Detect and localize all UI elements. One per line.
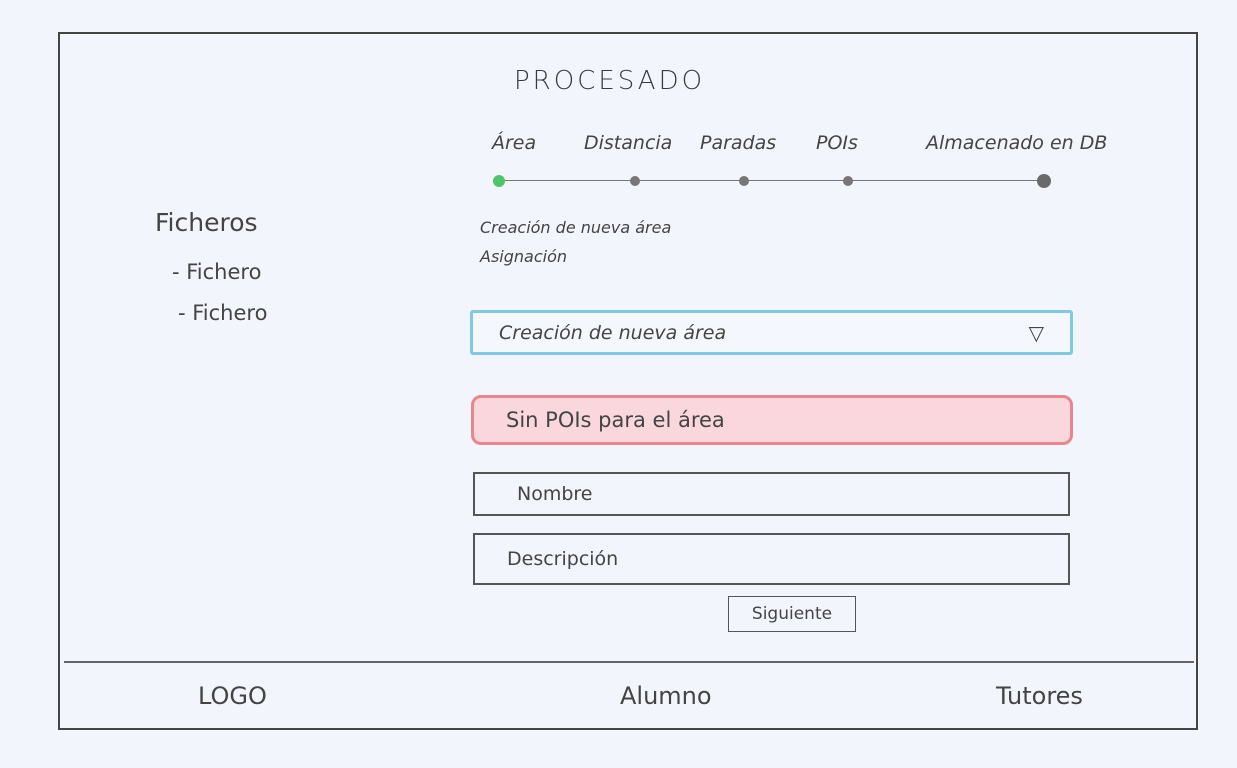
alert-text: Sin POIs para el área [506, 408, 725, 432]
stepper-track [498, 180, 1043, 181]
wireframe-frame [58, 32, 1198, 730]
step-label-stops[interactable]: Paradas [700, 132, 777, 154]
sidebar-item-file[interactable]: - Fichero [172, 260, 262, 284]
sidebar-title: Ficheros [155, 208, 258, 237]
no-pois-alert: Sin POIs para el área [471, 395, 1073, 445]
step-dot-pois[interactable] [843, 176, 853, 186]
page-title: PROCESADO [514, 66, 706, 96]
sidebar-item-file[interactable]: - Fichero [178, 301, 268, 325]
dropdown-options-list: Creación de nueva área Asignación [480, 218, 671, 276]
name-field[interactable] [473, 472, 1070, 516]
step-label-pois[interactable]: POIs [816, 132, 858, 154]
option-new-area[interactable]: Creación de nueva área [480, 218, 672, 237]
footer-tutors[interactable]: Tutores [996, 682, 1083, 710]
step-label-area[interactable]: Área [492, 132, 537, 154]
footer-student[interactable]: Alumno [620, 682, 712, 710]
footer-logo: LOGO [198, 682, 267, 710]
step-dot-distance[interactable] [630, 176, 640, 186]
step-label-distance[interactable]: Distancia [584, 132, 673, 154]
next-button[interactable]: Siguiente [728, 596, 856, 632]
area-select-value: Creación de nueva área [499, 322, 727, 344]
description-field[interactable] [473, 533, 1070, 585]
footer-divider [64, 661, 1194, 663]
process-stepper: Área Distancia Paradas POIs Almacenado e… [490, 132, 1150, 192]
step-dot-area[interactable] [493, 175, 505, 187]
step-label-store-db[interactable]: Almacenado en DB [926, 132, 1108, 154]
chevron-down-icon[interactable]: ▽ [1028, 321, 1044, 345]
step-dot-store-db[interactable] [1037, 174, 1051, 188]
step-dot-stops[interactable] [739, 176, 749, 186]
area-select[interactable]: Creación de nueva área ▽ [470, 310, 1073, 355]
option-assignment[interactable]: Asignación [480, 247, 567, 266]
